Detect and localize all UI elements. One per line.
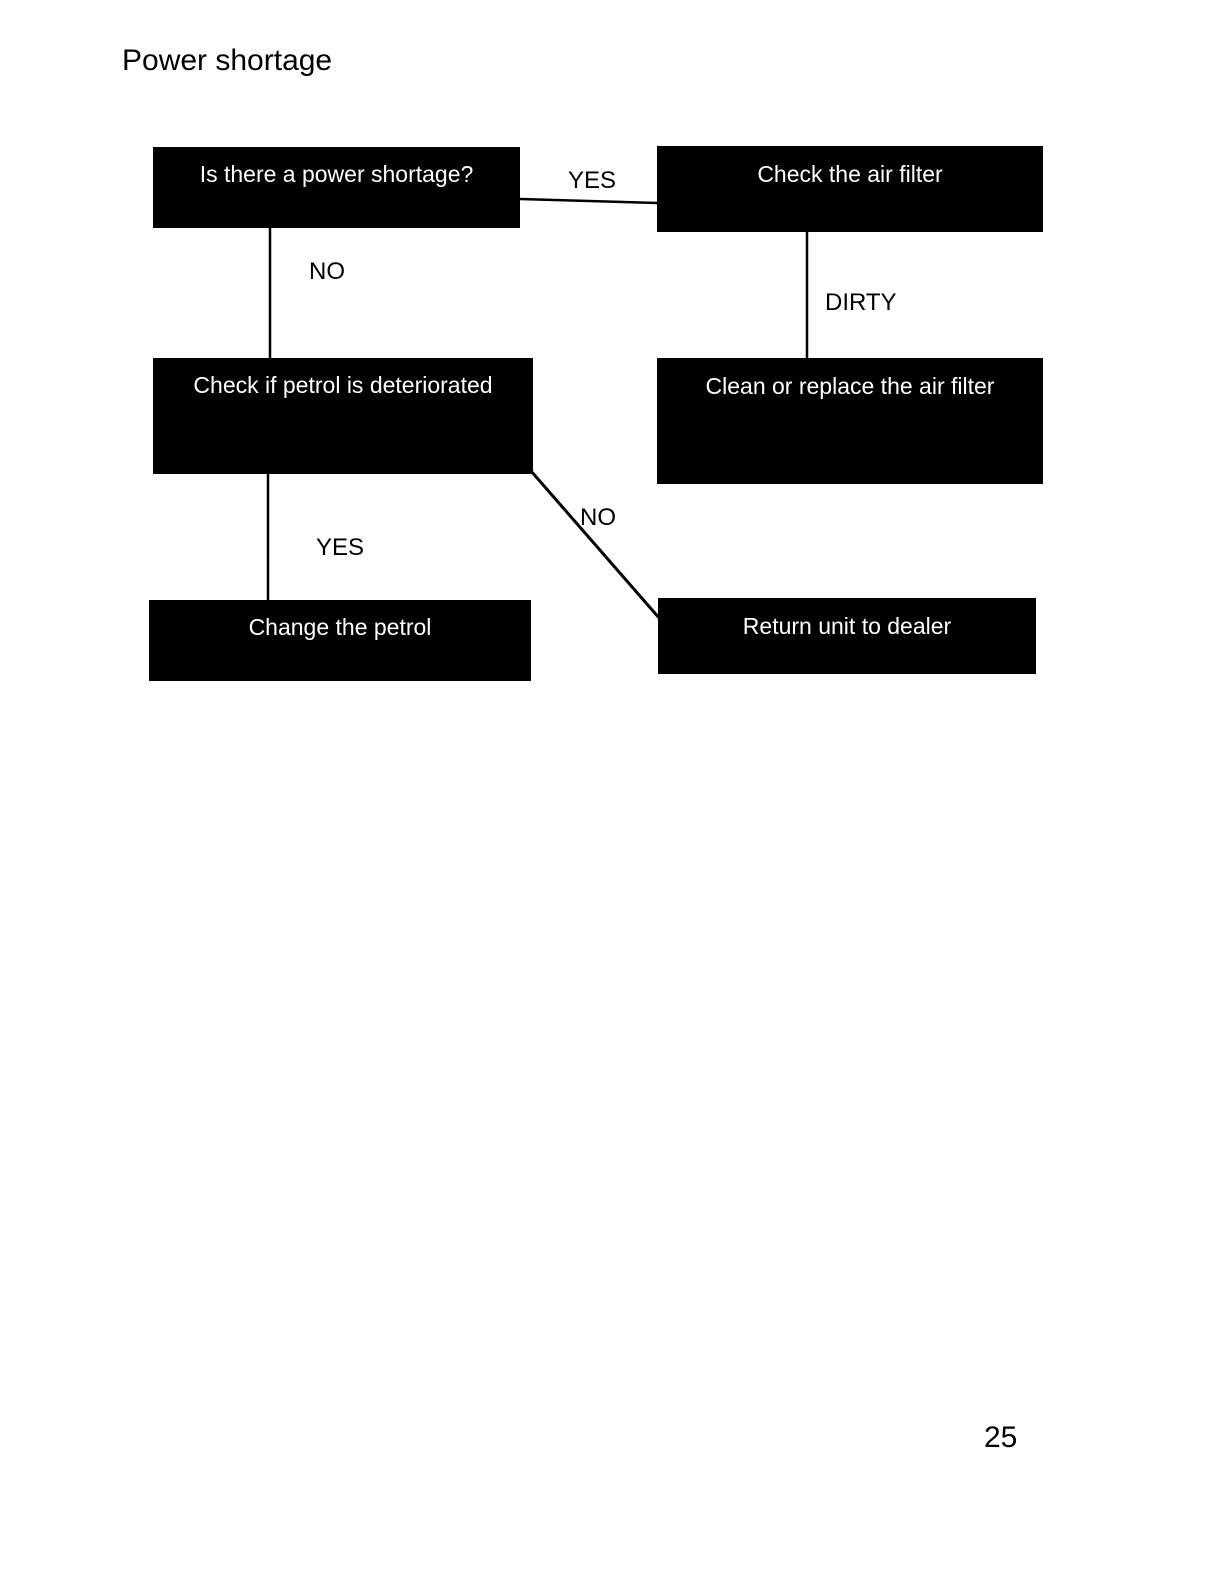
flow-node-check-petrol: Check if petrol is deteriorated bbox=[153, 358, 533, 474]
page-title: Power shortage bbox=[122, 44, 333, 77]
flow-node-clean-air-filter: Clean or replace the air filter bbox=[657, 358, 1043, 484]
flow-node-label: Check the air filter bbox=[757, 161, 943, 187]
edge-label-no-left: NO bbox=[309, 258, 345, 285]
flow-node-label: Check if petrol is deteriorated bbox=[193, 372, 493, 398]
edge-label-yes-lower: YES bbox=[316, 534, 365, 561]
flow-node-return-dealer: Return unit to dealer bbox=[658, 598, 1036, 674]
edge-label-yes-top: YES bbox=[568, 167, 617, 194]
flow-node-label: Return unit to dealer bbox=[742, 613, 952, 639]
connector-yes-top bbox=[519, 197, 659, 205]
flow-node-label: Is there a power shortage? bbox=[199, 161, 474, 187]
flow-node-label: Clean or replace the air filter bbox=[705, 373, 995, 399]
edge-label-dirty: DIRTY bbox=[825, 289, 897, 316]
page-number: 25 bbox=[984, 1421, 1018, 1454]
connector-no-lower bbox=[529, 470, 669, 628]
flow-node-power-shortage: Is there a power shortage? bbox=[153, 147, 520, 228]
flow-node-check-air-filter: Check the air filter bbox=[657, 146, 1043, 232]
edge-label-no-lower: NO bbox=[580, 504, 616, 531]
flow-node-label: Change the petrol bbox=[248, 614, 432, 640]
flow-node-change-petrol: Change the petrol bbox=[149, 600, 531, 681]
